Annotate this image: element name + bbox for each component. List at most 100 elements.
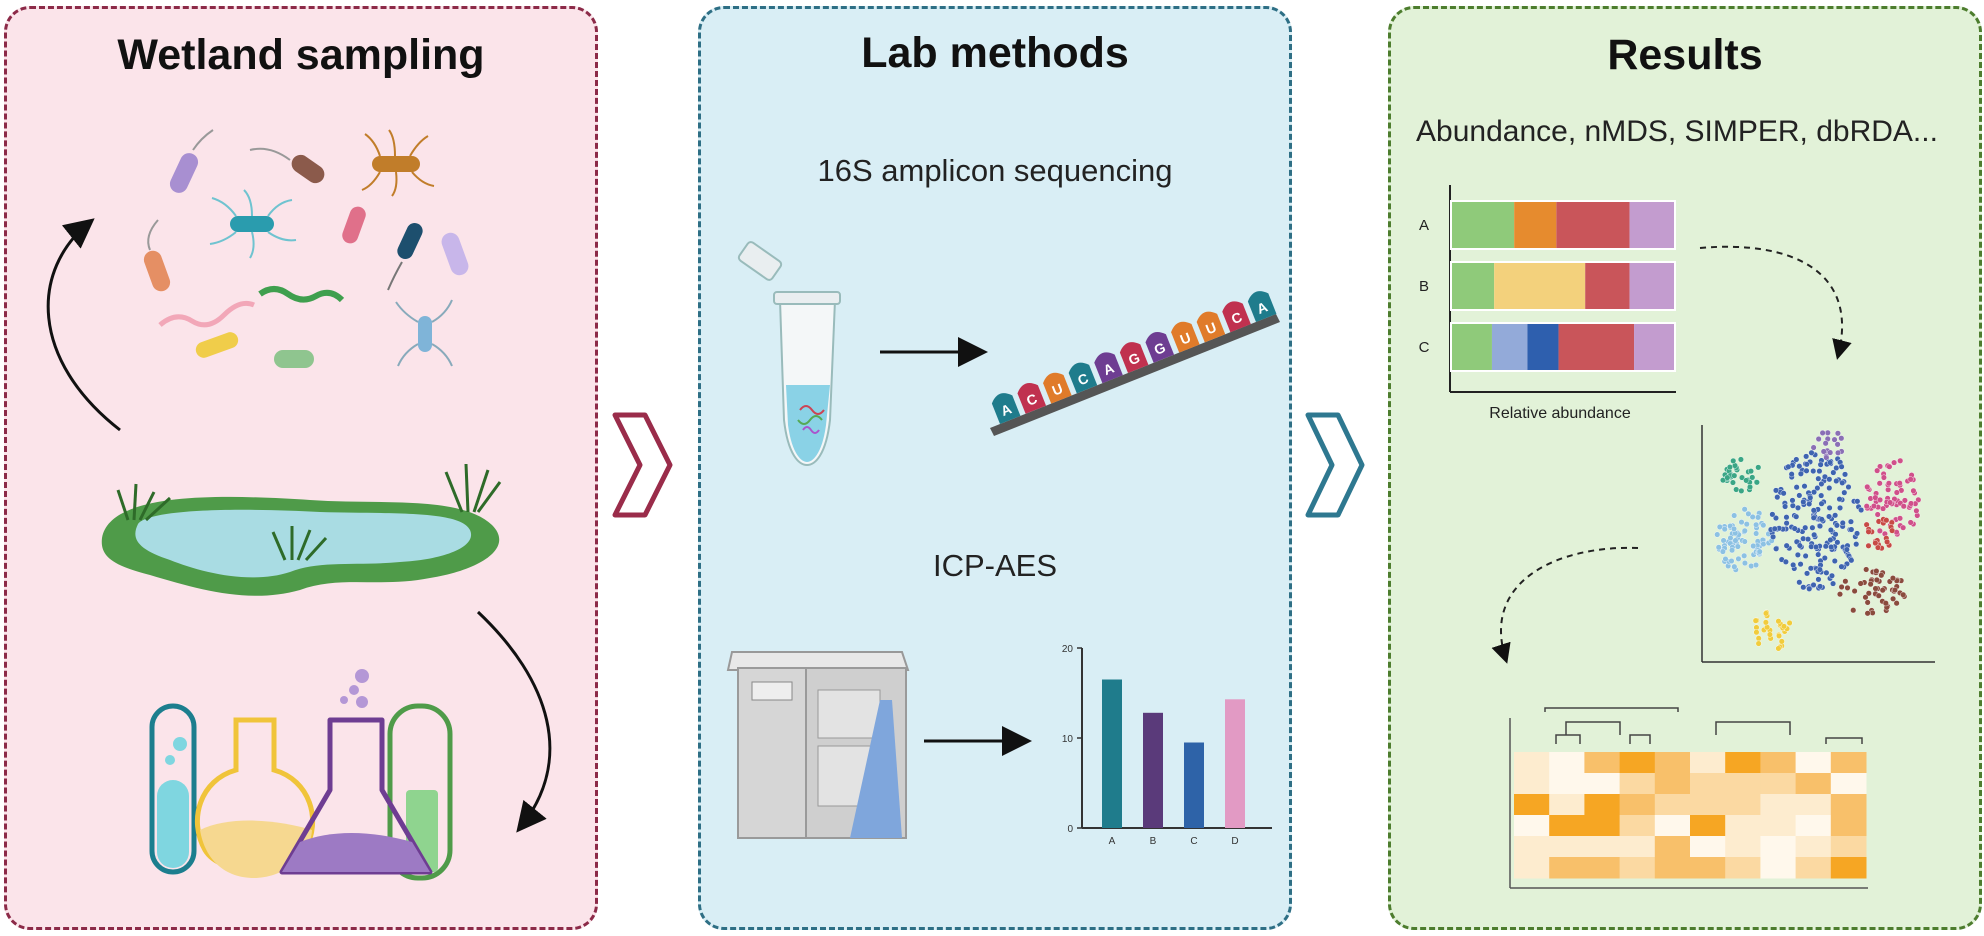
scatter-point xyxy=(1882,600,1889,607)
scatter-point xyxy=(1845,483,1852,490)
scatter-point xyxy=(1731,512,1738,519)
scatter-point xyxy=(1793,513,1800,520)
scatter-point xyxy=(1789,497,1796,504)
scatter-point xyxy=(1910,487,1917,494)
scatter-point xyxy=(1741,538,1748,545)
nucleotide-tile: C xyxy=(1017,383,1047,414)
scatter-point xyxy=(1791,525,1798,532)
scatter-point xyxy=(1753,562,1760,569)
scatter-point xyxy=(1897,457,1904,464)
scatter-point xyxy=(1735,555,1742,562)
scatter-point xyxy=(1739,474,1746,481)
scatter-point xyxy=(1838,583,1845,590)
heatmap-cell xyxy=(1584,773,1621,795)
scatter-point xyxy=(1865,528,1872,535)
heatmap-cell xyxy=(1584,836,1621,858)
scatter-point xyxy=(1815,576,1822,583)
nucleotide-tile: A xyxy=(991,393,1021,424)
scatter-point xyxy=(1775,618,1782,625)
upward-curved-arrow xyxy=(46,218,121,432)
scatter-point xyxy=(1785,463,1792,470)
scatter-point xyxy=(1853,541,1860,548)
heatmap-cell xyxy=(1584,752,1621,774)
scatter-point xyxy=(1802,524,1809,531)
heatmap-cell xyxy=(1760,773,1797,795)
nucleotide-tile: A xyxy=(1247,291,1277,322)
scatter-point xyxy=(1817,523,1824,530)
scatter-point xyxy=(1796,463,1803,470)
scatter-point xyxy=(1764,624,1771,631)
scatter-point xyxy=(1886,463,1893,470)
heatmap-cell xyxy=(1549,773,1585,795)
scatter-point xyxy=(1815,435,1822,442)
scatter-point xyxy=(1862,594,1869,601)
scatter-point xyxy=(1760,541,1767,548)
scatter-point xyxy=(1778,638,1785,645)
heatmap-cell xyxy=(1725,836,1761,858)
scatter-point xyxy=(1870,503,1877,510)
scatter-point xyxy=(1824,429,1831,436)
scatter-point xyxy=(1810,507,1817,514)
scatter-point xyxy=(1848,526,1855,533)
scatter-point xyxy=(1803,467,1810,474)
scatter-point xyxy=(1879,587,1886,594)
nucleotide-tile: U xyxy=(1196,311,1226,343)
scatter-point xyxy=(1811,531,1818,538)
scatter-point xyxy=(1813,544,1820,551)
scatter-point xyxy=(1875,592,1882,599)
scatter-point xyxy=(1847,518,1854,525)
icp-aes-instrument-icon xyxy=(726,651,910,839)
scatter-point xyxy=(1850,607,1857,614)
scatter-point xyxy=(1769,511,1776,518)
scatter-point xyxy=(1818,500,1825,507)
heatmap-cell xyxy=(1725,857,1761,879)
row-label-B: B xyxy=(1419,278,1429,295)
heatmap-cell xyxy=(1549,752,1585,774)
scatter-point xyxy=(1869,609,1876,616)
heatmap-cell xyxy=(1830,773,1867,795)
heatmap-cell xyxy=(1725,773,1761,795)
scatter-point xyxy=(1863,566,1870,573)
scatter-point xyxy=(1896,480,1903,487)
scatter-point xyxy=(1818,516,1825,523)
scatter-point xyxy=(1836,496,1843,503)
downward-curved-arrow xyxy=(476,610,552,833)
scatter-point xyxy=(1797,470,1804,477)
nucleotide-tile: A xyxy=(1094,352,1123,384)
scatter-point xyxy=(1737,456,1744,463)
heatmap-cell xyxy=(1619,794,1656,816)
scatter-point xyxy=(1756,548,1763,555)
scatter-point xyxy=(1890,595,1897,602)
scatter-point xyxy=(1842,578,1849,585)
scatter-point xyxy=(1839,519,1846,526)
scatter-point xyxy=(1800,498,1807,505)
relative-abundance-chart: ABC xyxy=(1419,185,1676,393)
scatter-point xyxy=(1808,449,1815,456)
heatmap-cell xyxy=(1690,794,1726,816)
scatter-point xyxy=(1720,537,1727,544)
scatter-point xyxy=(1731,472,1738,479)
scatter-point xyxy=(1715,544,1722,551)
scatter-point xyxy=(1796,492,1803,499)
scatter-point xyxy=(1795,504,1802,511)
heatmap-cell xyxy=(1654,794,1691,816)
bacteria-icon-group xyxy=(143,129,469,368)
heatmap-cell xyxy=(1830,815,1867,837)
x-tick-label: C xyxy=(1190,836,1197,847)
scatter-point xyxy=(1817,583,1824,590)
scatter-point xyxy=(1729,479,1736,486)
scatter-point xyxy=(1818,492,1825,499)
scatter-point xyxy=(1838,563,1845,570)
heatmap-cell xyxy=(1514,815,1550,837)
scatter-point xyxy=(1838,435,1845,442)
wetland-sampling-title: Wetland sampling xyxy=(117,31,485,79)
scatter-point xyxy=(1828,572,1835,579)
scatter-point xyxy=(1867,581,1874,588)
scatter-point xyxy=(1873,568,1880,575)
scatter-point xyxy=(1874,544,1881,551)
heatmap-cell xyxy=(1760,836,1797,858)
row-label-C: C xyxy=(1419,339,1430,356)
scatter-point xyxy=(1848,557,1855,564)
scatter-point xyxy=(1743,477,1750,484)
scatter-point xyxy=(1801,483,1808,490)
